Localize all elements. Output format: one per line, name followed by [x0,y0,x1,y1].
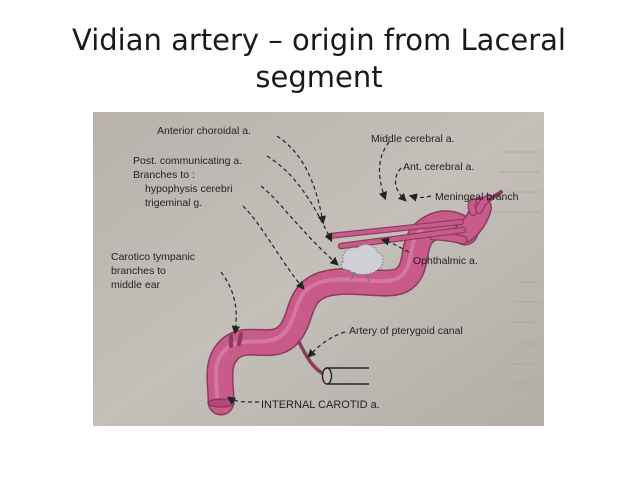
label-branches-to: Branches to : [133,169,195,181]
arrow-internal-carotid [227,396,260,405]
arrow-hypophysis [260,185,339,266]
label-hypophysis-cerebri: hypophysis cerebri [145,183,233,195]
label-carotico-tympanic: Carotico tympanic [111,251,195,263]
label-internal-carotid: INTERNAL CAROTID a. [261,399,380,411]
leader-arrows [220,135,432,405]
slide-title: Vidian artery – origin from Laceral segm… [20,22,618,96]
pterygoid-canal [297,340,369,385]
label-anterior-choroidal: Anterior choroidal a. [157,125,251,137]
label-middle-ear: middle ear [111,279,161,291]
carotico-tympanic-branch-2 [237,332,243,346]
slide-title-line-2: segment [255,60,383,94]
artery-diagram-photo: Anterior choroidal a. Post. communicatin… [93,112,544,426]
hypophysis-ganglion [340,244,384,275]
label-middle-cerebral: Middle cerebral a. [371,133,454,145]
label-artery-pterygoid: Artery of pterygoid canal [349,325,463,337]
label-ant-cerebral: Ant. cerebral a. [403,161,474,173]
slide-title-line-1: Vidian artery – origin from Laceral [72,23,566,57]
arrow-anterior-choroidal [276,135,327,225]
arrow-meningeal [408,193,432,202]
artery-cut-end [207,398,235,408]
paper-background [93,112,544,426]
arrow-trigeminal [242,205,305,290]
arrow-carotico-tympanic [220,271,241,335]
artery-diagram: Anterior choroidal a. Post. communicatin… [93,112,544,426]
label-branches-to-2: branches to [111,265,166,277]
arrow-ant-cerebral [394,167,407,202]
label-trigeminal: trigeminal g. [145,197,202,209]
hypophysis-stalk [350,271,370,283]
label-post-communicating: Post. communicating a. [133,155,242,167]
anterior-choroidal-artery-fill [327,220,463,238]
meningeal-branch-vessel [487,190,503,202]
internal-carotid-artery [206,190,503,416]
posterior-communicating-artery-fill [338,227,466,249]
page-bleed-through [493,151,541,385]
label-ophthalmic: Ophthalmic a. [413,255,478,267]
artery-highlight [213,228,423,400]
arrow-post-communicating [266,155,333,243]
middle-cerebral-artery-fill [468,199,476,215]
arrow-artery-pterygoid [307,331,346,358]
label-meningeal-branch: Meningeal branch [435,191,519,203]
arrow-ophthalmic [380,237,410,253]
pterygoid-canal-opening [321,367,333,385]
